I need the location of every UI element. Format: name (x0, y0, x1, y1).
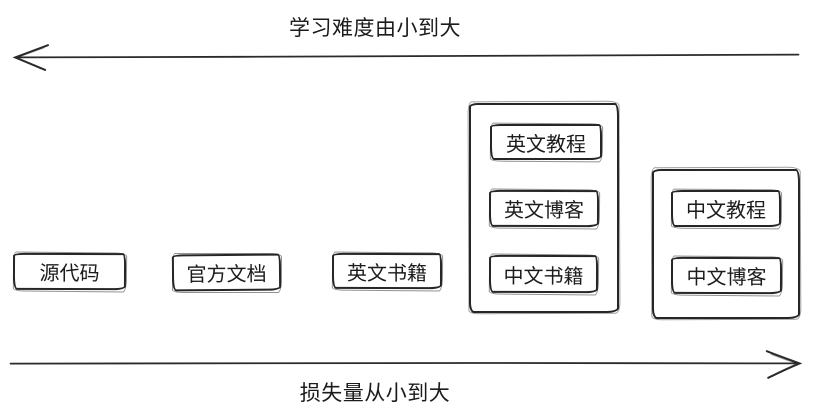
box-official-docs: 官方文档 (171, 253, 282, 292)
box-source-code-label: 源代码 (39, 262, 100, 286)
box-english-blogs-label: 英文博客 (503, 199, 585, 223)
box-english-books: 英文书籍 (331, 252, 443, 290)
bottom-axis-label: 损失量从小到大 (299, 382, 451, 405)
top-arrow-head-sketch (13, 47, 45, 70)
group-box-english: 英文教程 英文博客 中文书籍 (469, 103, 619, 313)
box-official-docs-label: 官方文档 (186, 263, 267, 287)
box-english-blogs: 英文博客 (488, 189, 600, 228)
top-axis-label: 学习难度由小到大 (289, 17, 461, 40)
bottom-arrow-head-sketch (770, 353, 801, 377)
box-english-books-label: 英文书籍 (346, 262, 428, 285)
box-chinese-tutorials-label: 中文教程 (686, 200, 766, 222)
box-chinese-books-label: 中文书籍 (503, 265, 584, 288)
bottom-arrow (9, 350, 803, 379)
group-box-chinese: 中文教程 中文博客 (652, 169, 800, 319)
bottom-arrow-head (765, 350, 803, 379)
box-chinese-blogs-label: 中文博客 (686, 266, 767, 290)
top-arrow-line (15, 53, 800, 59)
box-chinese-books: 中文书籍 (488, 254, 599, 294)
box-english-tutorials-label: 英文教程 (506, 133, 586, 156)
box-source-code: 源代码 (12, 252, 127, 291)
box-chinese-tutorials: 中文教程 (671, 190, 781, 227)
top-arrow-head (12, 44, 49, 71)
box-chinese-blogs: 中文博客 (670, 256, 783, 295)
box-english-tutorials: 英文教程 (490, 124, 602, 160)
bottom-arrow-line (9, 362, 800, 365)
top-arrow (12, 44, 800, 71)
